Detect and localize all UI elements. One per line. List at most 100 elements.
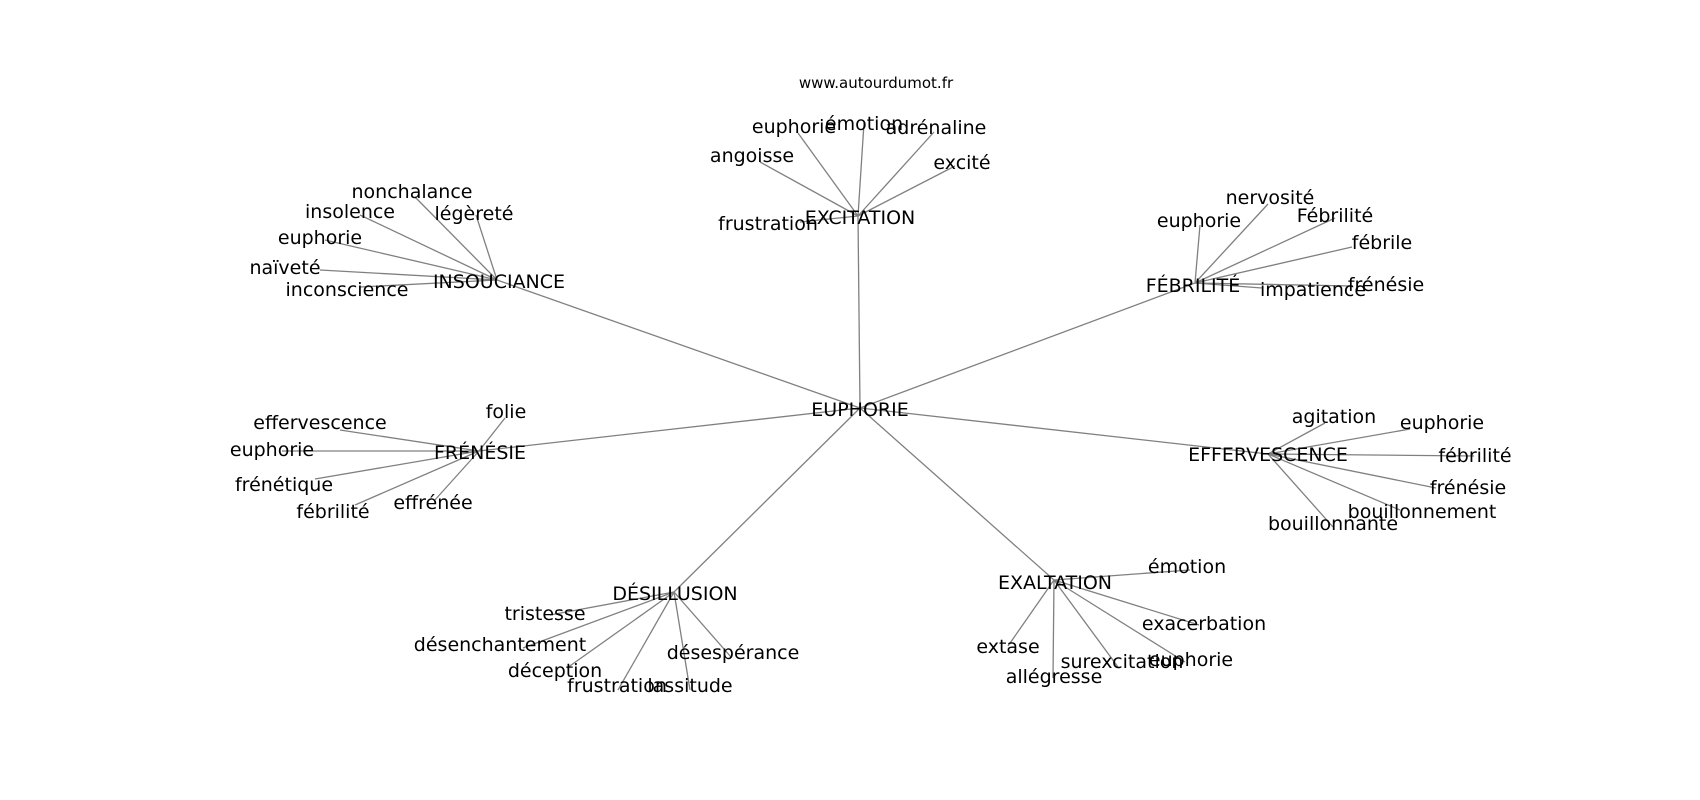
edge-effervescence-bouillonnement (1267, 453, 1401, 511)
edge-febrilite-euphorie (1194, 224, 1201, 284)
edge-desillusion-lassitude (673, 591, 691, 691)
node-frenesie-leaf-effervescence: effervescence (253, 412, 386, 434)
node-center-euphorie: EUPHORIE (811, 399, 908, 421)
node-effervescence-leaf-frenesie: frénésie (1430, 477, 1506, 499)
node-frenesie-leaf-euphorie: euphorie (230, 439, 314, 461)
edge-exaltation-allegresse (1052, 579, 1055, 679)
node-exaltation-leaf-exacerbation: exacerbation (1142, 613, 1266, 635)
edge-excitation-adrenaline (857, 131, 935, 217)
node-insouciance-leaf-legerete: légèreté (435, 203, 514, 225)
node-desillusion-leaf-deception: déception (508, 660, 602, 682)
node-febrilite-leaf-euphorie: euphorie (1157, 210, 1241, 232)
node-desillusion-leaf-lassitude: lassitude (647, 675, 732, 697)
node-effervescence-leaf-bouillonnement: bouillonnement (1348, 501, 1497, 523)
node-insouciance-leaf-nonchalance: nonchalance (352, 181, 473, 203)
edge-euphorie-insouciance (496, 279, 861, 409)
node-hub-desillusion: DÉSILLUSION (612, 582, 737, 605)
edge-euphorie-excitation (857, 215, 861, 409)
node-frenesie-leaf-frenetique: frénétique (235, 474, 333, 496)
edge-excitation-excite (857, 165, 956, 217)
node-insouciance-leaf-naivete: naïveté (249, 257, 320, 279)
edge-frenesie-frenetique (314, 450, 480, 480)
node-effervescence-leaf-bouillonnante: bouillonnante (1268, 513, 1398, 535)
node-effervescence-leaf-agitation: agitation (1292, 406, 1376, 428)
node-exaltation-leaf-emotion: émotion (1148, 556, 1226, 578)
node-exaltation-leaf-extase: extase (976, 636, 1039, 658)
edge-insouciance-euphorie (324, 239, 498, 281)
edge-euphorie-frenesie (478, 407, 861, 452)
edge-desillusion-desenchantement (522, 591, 675, 649)
node-excitation-leaf-excite: excité (933, 152, 990, 174)
edge-febrilite-febrile (1194, 246, 1353, 284)
node-excitation-leaf-frustration: frustration (718, 213, 818, 235)
node-frenesie-leaf-febrilite: fébrilité (296, 501, 369, 523)
edge-febrilite-nervosite (1194, 203, 1269, 284)
edge-effervescence-frenesie (1267, 453, 1437, 489)
edge-frenesie-effrenee (433, 450, 480, 502)
edge-excitation-frustration (799, 215, 859, 223)
node-hub-febrilite: FÉBRILITÉ (1146, 274, 1241, 297)
edge-desillusion-frustration (617, 591, 675, 691)
edge-insouciance-inconscience (359, 279, 498, 288)
edge-exaltation-extase (1007, 579, 1055, 647)
watermark-text: www.autourdumot.fr (799, 74, 954, 92)
edge-frenesie-effervescence (339, 429, 480, 452)
edge-euphorie-desillusion (673, 407, 861, 593)
edge-euphorie-febrilite (859, 282, 1196, 409)
node-hub-exaltation: EXALTATION (998, 572, 1112, 594)
node-effervescence-leaf-euphorie: euphorie (1400, 412, 1484, 434)
node-desillusion-leaf-frustration: frustration (567, 675, 667, 697)
node-frenesie-leaf-folie: folie (486, 401, 527, 423)
node-exaltation-leaf-surexcitation: surexcitation (1061, 651, 1184, 673)
edge-effervescence-euphorie (1267, 428, 1411, 455)
node-febrilite-leaf-febrilite-cap: Fébrilité (1297, 205, 1373, 227)
edge-insouciance-insolence (359, 214, 498, 281)
edge-desillusion-desesperance (673, 591, 732, 658)
edge-frenesie-folie (478, 417, 506, 452)
edge-exaltation-exacerbation (1053, 579, 1200, 626)
edge-insouciance-naivete (319, 269, 498, 281)
node-hub-frenesie: FRÉNÉSIE (434, 441, 526, 464)
graph-labels: www.autourdumot.fr euphorieémotionadréna… (230, 74, 1512, 697)
node-desillusion-leaf-desenchantement: désenchantement (414, 634, 586, 656)
graph-edges (282, 122, 1475, 691)
edge-desillusion-deception (566, 591, 675, 669)
node-desillusion-leaf-desesperance: désespérance (667, 642, 800, 664)
node-insouciance-leaf-euphorie: euphorie (278, 227, 362, 249)
edge-exaltation-emotion (1053, 569, 1191, 581)
edge-excitation-angoisse (759, 161, 859, 217)
edge-exaltation-euphorie (1053, 579, 1186, 663)
node-excitation-leaf-adrenaline: adrénaline (886, 117, 987, 139)
node-febrilite-leaf-febrile: fébrile (1352, 232, 1413, 254)
node-febrilite-leaf-impatience: impatience (1260, 279, 1366, 301)
edge-euphorie-exaltation (859, 407, 1055, 581)
edge-euphorie-effervescence (859, 407, 1269, 455)
edge-febrilite-febrilite-cap (1194, 217, 1336, 284)
node-excitation-leaf-euphorie: euphorie (752, 116, 836, 138)
edge-effervescence-agitation (1267, 422, 1326, 455)
node-frenesie-leaf-effrenee: effrénée (393, 492, 472, 514)
edge-febrilite-frenesie (1194, 282, 1354, 287)
node-febrilite-leaf-nervosite: nervosité (1226, 187, 1315, 209)
node-hub-excitation: EXCITATION (805, 207, 916, 229)
node-exaltation-leaf-euphorie: euphorie (1149, 649, 1233, 671)
edge-desillusion-tristesse (549, 591, 675, 616)
edge-exaltation-surexcitation (1053, 579, 1119, 668)
edge-excitation-euphorie (797, 132, 859, 217)
edge-excitation-emotion (857, 122, 865, 217)
edge-effervescence-bouillonnante (1267, 453, 1334, 528)
node-excitation-leaf-emotion: émotion (825, 113, 903, 135)
node-hub-effervescence: EFFERVESCENCE (1188, 444, 1348, 466)
node-effervescence-leaf-febrilite: fébrilité (1438, 445, 1511, 467)
node-insouciance-leaf-insolence: insolence (305, 201, 395, 223)
node-exaltation-leaf-allegresse: allégresse (1006, 666, 1103, 688)
edge-frenesie-febrilite (354, 450, 480, 506)
node-hub-insouciance: INSOUCIANCE (433, 271, 565, 293)
edge-insouciance-legerete (475, 214, 498, 281)
edge-effervescence-febrilite (1267, 453, 1475, 457)
edge-insouciance-nonchalance (414, 196, 498, 281)
node-febrilite-leaf-frenesie: frénésie (1348, 274, 1424, 296)
node-desillusion-leaf-tristesse: tristesse (504, 603, 585, 625)
node-excitation-leaf-angoisse: angoisse (710, 145, 794, 167)
